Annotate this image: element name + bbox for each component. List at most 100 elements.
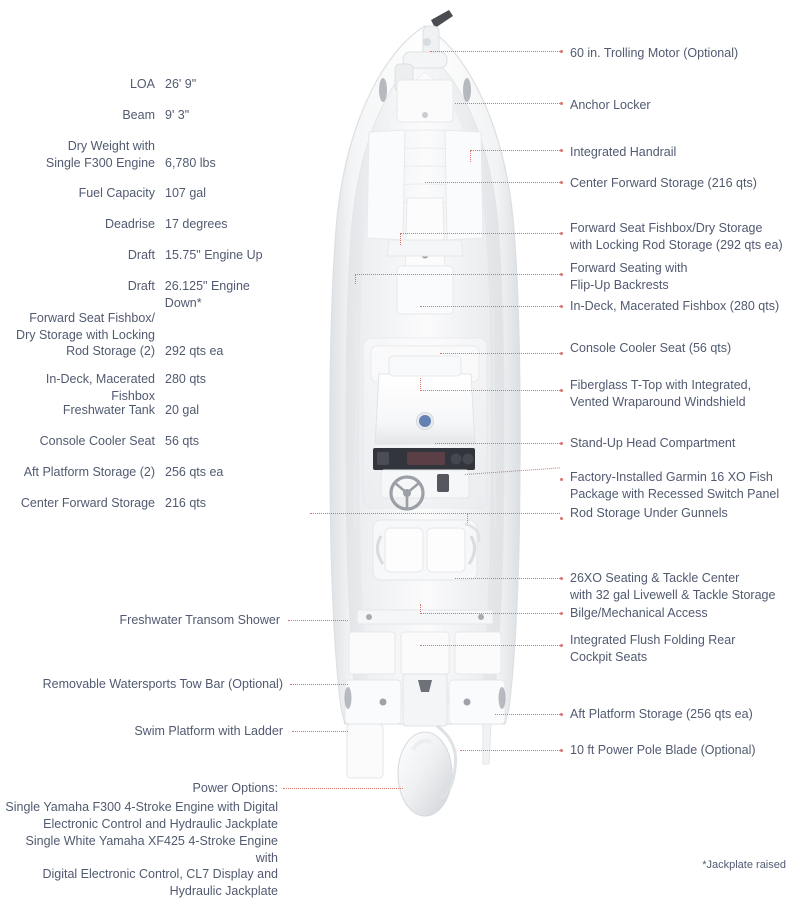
anchor-locker-latch xyxy=(422,112,428,118)
spec-row: In-Deck, Macerated Fishbox 280 qts xyxy=(0,371,280,404)
callout-anchor-locker: Anchor Locker xyxy=(570,98,651,112)
control-knob xyxy=(462,453,474,465)
callout-head-compartment: Stand-Up Head Compartment xyxy=(570,436,736,450)
throttle-lever xyxy=(437,474,449,492)
livewell-lid xyxy=(464,522,481,543)
leader-tow-bar xyxy=(290,684,348,685)
callout-dot xyxy=(560,181,563,184)
footnote-jackplate: *Jackplate raised xyxy=(702,859,786,871)
spec-row: Draft 26.125" Engine Down* xyxy=(0,278,290,311)
aft-platform-storage-port xyxy=(344,679,402,725)
callout-forward-seat-fishbox: Forward Seat Fishbox/Dry Storage with Lo… xyxy=(570,221,783,252)
leader-handrail-drop xyxy=(470,150,471,162)
leader-trolling-motor xyxy=(430,51,560,52)
callout-dot xyxy=(560,305,563,308)
leader-forward-fishbox-drop xyxy=(400,233,401,245)
spec-value: 26.125" Engine Down* xyxy=(164,279,250,310)
leader-swim-platform xyxy=(292,731,348,732)
spec-row: Draft 15.75" Engine Up xyxy=(0,247,280,264)
leader-forward-seating-drop xyxy=(355,274,356,284)
bilge-latch-starboard xyxy=(478,614,484,620)
jackplate-mount xyxy=(418,680,432,692)
leader-rod-storage xyxy=(310,513,560,514)
callout-in-deck-fishbox: In-Deck, Macerated Fishbox (280 qts) xyxy=(570,299,780,313)
head-compartment-indicator xyxy=(419,415,431,427)
spec-value: 17 degrees xyxy=(165,217,228,231)
console xyxy=(374,373,476,445)
callout-dot xyxy=(560,577,563,580)
spec-label: Deadrise xyxy=(104,217,155,231)
spec-label: Draft xyxy=(127,279,155,293)
callout-rod-storage-gunnels: Rod Storage Under Gunnels xyxy=(570,506,728,520)
spec-value: 256 qts ea xyxy=(165,465,224,479)
leader-t-top-drop xyxy=(420,378,421,391)
leader-bilge-access xyxy=(420,613,560,614)
flip-up-backrest xyxy=(386,239,464,257)
seat-cushion-starboard xyxy=(426,527,466,573)
aft-latch-port xyxy=(379,698,387,706)
boat-illustration xyxy=(285,8,565,818)
aft-latch-starboard xyxy=(463,698,471,706)
spec-value: 9' 3" xyxy=(165,108,190,122)
steering-wheel xyxy=(389,475,425,511)
armrest-starboard xyxy=(467,535,476,565)
power-option-f300: Single Yamaha F300 4-Stroke Engine with … xyxy=(5,800,278,831)
callout-rear-cockpit-seats: Integrated Flush Folding Rear Cockpit Se… xyxy=(570,633,736,664)
throttle-knob xyxy=(450,453,462,465)
callout-dot xyxy=(560,389,563,392)
callout-dot xyxy=(560,232,563,235)
callout-dot xyxy=(560,749,563,752)
callout-garmin-fish-package: Factory-Installed Garmin 16 XO Fish Pack… xyxy=(570,470,780,501)
callout-dot xyxy=(560,517,563,520)
transom-shower-fitting xyxy=(344,687,352,709)
leader-aft-platform-storage xyxy=(495,714,560,715)
callout-aft-platform-storage: Aft Platform Storage (256 qts ea) xyxy=(570,707,753,721)
spec-label: Forward Seat Fishbox/ Dry Storage with L… xyxy=(16,311,155,358)
callout-power-options: Power Options: xyxy=(192,781,278,795)
handrail-port xyxy=(379,78,387,102)
armrest-port xyxy=(376,535,385,565)
spec-label: Dry Weight with Single F300 Engine xyxy=(45,139,155,170)
spec-value: 216 qts xyxy=(165,496,207,510)
leader-console-cooler-seat xyxy=(440,353,560,354)
leader-center-forward-storage xyxy=(425,182,560,183)
rod-storage-gunnels xyxy=(354,307,496,529)
callout-integrated-handrail: Integrated Handrail xyxy=(570,145,677,159)
spec-row: Console Cooler Seat 56 qts xyxy=(0,433,280,450)
leader-handrail xyxy=(470,150,560,151)
spec-label: LOA xyxy=(129,77,155,91)
center-forward-storage-hatch xyxy=(404,197,446,273)
callout-dot xyxy=(560,273,563,276)
leader-forward-fishbox xyxy=(400,233,560,234)
rear-seat-starboard xyxy=(454,631,502,675)
spec-label: Fuel Capacity xyxy=(78,186,155,200)
spec-value: 20 gal xyxy=(165,403,200,417)
aft-platform-storage-starboard xyxy=(448,679,506,725)
leader-transom-shower xyxy=(288,620,348,621)
spec-label: Aft Platform Storage (2) xyxy=(23,465,155,479)
leader-forward-seating xyxy=(355,274,560,275)
spec-row: Deadrise 17 degrees xyxy=(0,216,280,233)
leader-power-options xyxy=(283,788,403,789)
callout-dot xyxy=(560,50,563,53)
seat-cushion-port xyxy=(384,527,424,573)
spec-label: Console Cooler Seat xyxy=(39,434,155,448)
callout-dot xyxy=(560,478,563,481)
callout-dot xyxy=(560,644,563,647)
rear-seat-port xyxy=(348,631,396,675)
leader-in-deck-fishbox xyxy=(420,306,560,307)
callout-trolling-motor: 60 in. Trolling Motor (Optional) xyxy=(570,46,739,60)
spec-value: 292 qts ea xyxy=(165,344,224,358)
spec-label: Center Forward Storage xyxy=(20,496,155,510)
spec-label: In-Deck, Macerated Fishbox xyxy=(45,372,155,403)
bilge-latch-port xyxy=(366,614,372,620)
spec-value: 56 qts xyxy=(165,434,200,448)
leader-seating-tackle-center xyxy=(455,578,560,579)
spec-row: Fuel Capacity 107 gal xyxy=(0,185,280,202)
spec-value: 15.75" Engine Up xyxy=(165,248,263,262)
callout-watersports-tow-bar: Removable Watersports Tow Bar (Optional) xyxy=(42,677,283,691)
spec-value: 26' 9" xyxy=(165,77,197,91)
garmin-display xyxy=(407,452,445,465)
leader-power-pole xyxy=(460,750,560,751)
spec-value: 6,780 lbs xyxy=(165,155,216,170)
